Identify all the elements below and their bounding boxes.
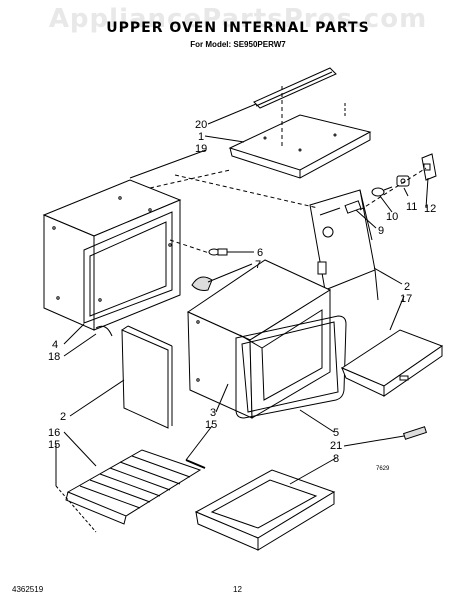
figure-code: 7629 xyxy=(376,466,390,472)
callout-19: 19 xyxy=(195,143,207,155)
callout-10: 10 xyxy=(386,211,398,223)
page-number: 12 xyxy=(233,585,242,594)
part-9-terminal[interactable] xyxy=(344,200,362,214)
guide-line xyxy=(174,174,319,209)
part-16-oven-rack[interactable] xyxy=(65,449,202,525)
part-8-bottom-tray[interactable] xyxy=(194,469,336,551)
callout-3: 3 xyxy=(210,407,216,419)
leader-lines xyxy=(55,103,429,533)
part-11-socket[interactable] xyxy=(396,175,410,187)
part-12-bracket[interactable] xyxy=(421,153,437,181)
callout-12: 12 xyxy=(424,203,436,215)
part-17-broil-pan[interactable] xyxy=(340,329,444,397)
callout-11: 11 xyxy=(406,201,417,213)
part-2-rear-panel[interactable] xyxy=(309,189,379,301)
callout-17: 17 xyxy=(400,293,412,305)
callout-labels: 20 1 19 6 7 4 18 2 16 15 3 15 5 21 8 9 1… xyxy=(48,119,436,472)
callout-7: 7 xyxy=(255,259,261,271)
part-5-door-gasket[interactable] xyxy=(235,315,347,419)
callout-2-right: 2 xyxy=(404,281,410,293)
document-number: 4362519 xyxy=(12,585,44,594)
callout-9: 9 xyxy=(378,225,384,237)
callout-6: 6 xyxy=(257,247,263,259)
callout-8: 8 xyxy=(333,453,339,465)
part-2-side-panel[interactable] xyxy=(121,325,173,429)
callout-20: 20 xyxy=(195,119,207,131)
part-18-clip[interactable] xyxy=(95,325,113,337)
callout-1: 1 xyxy=(198,131,204,143)
callout-18: 18 xyxy=(48,351,60,363)
callout-16: 16 xyxy=(48,427,60,439)
part-21-handle[interactable] xyxy=(402,426,428,440)
part-6-light-socket[interactable] xyxy=(208,248,240,256)
callout-4: 4 xyxy=(52,339,58,351)
part-7-lamp-cover[interactable] xyxy=(191,276,213,291)
part-19-door-frame[interactable] xyxy=(42,179,182,331)
part-20-top-trim[interactable] xyxy=(253,67,337,109)
guide-line xyxy=(169,239,216,256)
part-10-bulb[interactable] xyxy=(371,186,393,197)
callout-15-middle: 15 xyxy=(205,419,217,431)
page-title: UPPER OVEN INTERNAL PARTS xyxy=(106,20,370,36)
callout-2-left: 2 xyxy=(60,411,66,423)
part-1-top-panel[interactable] xyxy=(228,103,372,179)
callout-15-left: 15 xyxy=(48,439,60,451)
guide-line xyxy=(359,167,427,211)
callout-21: 21 xyxy=(330,440,342,452)
model-subtitle: For Model: SE950PERW7 xyxy=(190,40,286,49)
part-15-rack-rod[interactable] xyxy=(185,459,206,469)
callout-5: 5 xyxy=(333,427,339,439)
watermark: AppliancePartsPros.com xyxy=(48,4,428,34)
